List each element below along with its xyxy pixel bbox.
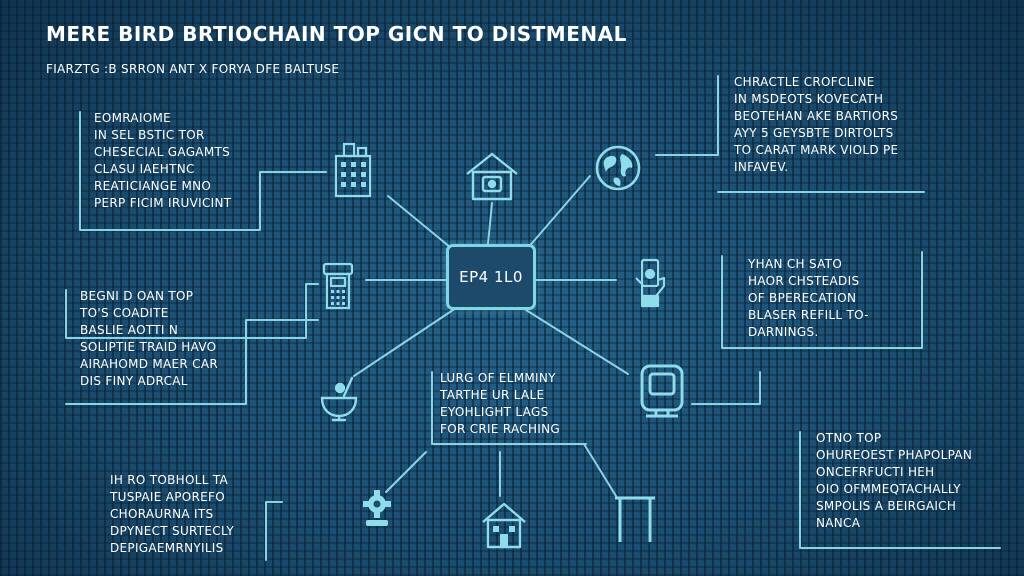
mortar-bowl-icon — [318, 372, 360, 424]
house-icon — [464, 150, 520, 202]
gear-hand-icon — [360, 488, 394, 528]
text-block-top-left: EOMRAIOME IN SEL BSTIC TOR CHESECIAL GAG… — [94, 111, 232, 210]
text-block-center-bottom: LURG OF ELMMINY TARTHE UR LALE EYOHLIGHT… — [440, 371, 561, 436]
hub-label: EP4 1L0 — [459, 268, 523, 286]
text-block-mid-left: BEGNI D OAN TOP TO'S COADITE BASLIE AOTT… — [80, 289, 219, 388]
text-block-mid-right: YHAN CH SATO HAOR CHSTEADIS OF BPERECATI… — [748, 257, 869, 339]
atm-machine-icon — [320, 260, 356, 310]
diagram-title: MERE BIRD BRTIOCHAIN TOP GICN TO DISTMEN… — [46, 22, 627, 46]
office-building-icon — [332, 140, 376, 198]
diagram-subtitle: FIARZTG :B SRRON ANT X FORYA DFE BALTUSE — [46, 62, 340, 76]
hand-phone-icon — [630, 256, 670, 310]
text-block-bottom-left: IH RO TOBHOLL TA TUSPAIE APOREFO CHORAUR… — [110, 473, 235, 555]
text-block-top-right: CHRACTLE CROFCLINE IN MSDEOTS KOVECATH B… — [734, 75, 899, 174]
central-hub: EP4 1L0 — [446, 244, 536, 310]
globe-icon — [594, 144, 642, 192]
small-house-icon — [480, 500, 528, 550]
gate-frame-icon — [612, 494, 658, 544]
kiosk-terminal-icon — [636, 362, 688, 420]
text-block-bottom-right: OTNO TOP OHUREOEST PHAPOLPAN ONCEFRFUCTI… — [816, 431, 973, 530]
